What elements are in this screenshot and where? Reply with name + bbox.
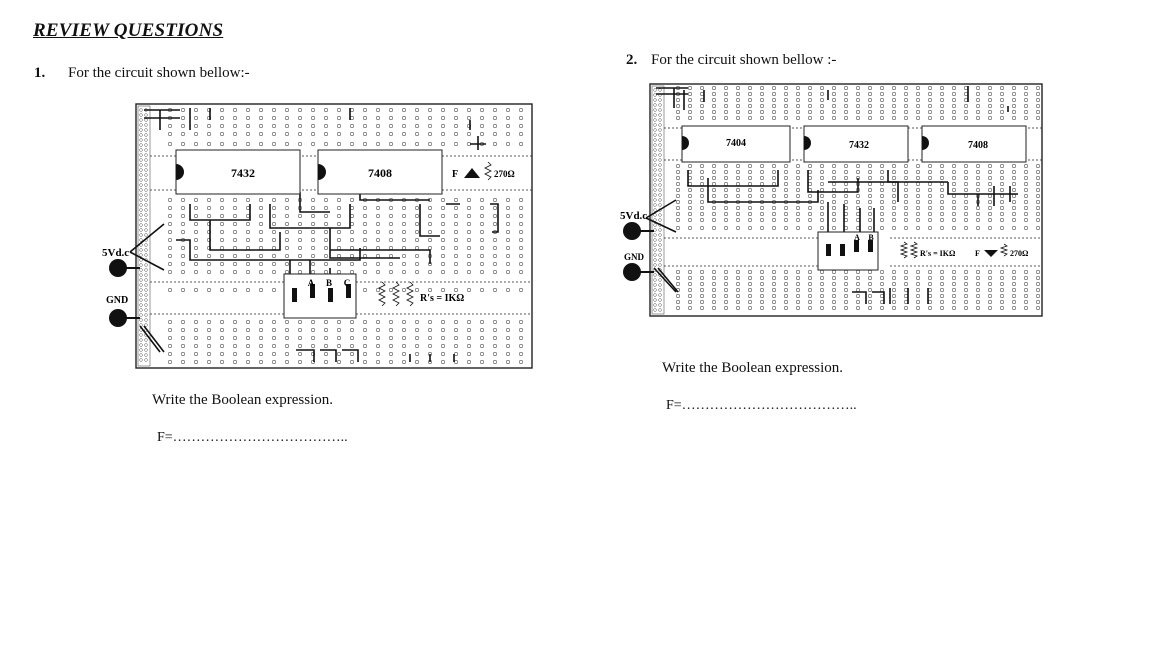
q2-ground-label: GND (624, 252, 645, 262)
q1-switch-label-b: B (326, 278, 332, 288)
q2-switch-a (826, 244, 831, 256)
q1-chip-2-label: 7408 (368, 166, 392, 180)
q1-resistor-label: R's = IKΩ (420, 293, 464, 304)
q2-switch-b (840, 244, 845, 256)
q2-breadboard-diagram: 7404 7432 7408 A B R's = IKΩ F 270Ω 5Vd.… (620, 83, 1043, 317)
q2-switch-label-b: B (868, 233, 874, 242)
q2-number: 2. (626, 52, 638, 68)
q1-ground-label: GND (106, 295, 128, 306)
q1-switch-label-c: C (344, 278, 351, 288)
q2-supply-label: 5Vd.c (620, 210, 647, 222)
q1-switch-c (328, 288, 333, 302)
q1-chip-1-label: 7432 (231, 166, 255, 180)
q1-number: 1. (34, 65, 46, 81)
q1-led-resistor-icon (484, 161, 492, 181)
q2-ground-terminal-icon (623, 263, 641, 281)
q1-supply-terminal-icon (109, 259, 127, 277)
q2-chip-1-label: 7404 (726, 138, 746, 149)
q1-led-icon (464, 168, 480, 178)
q1-switch-label-a: A (308, 278, 315, 288)
q2-chip-2-label: 7432 (849, 140, 869, 151)
q2-text: For the circuit shown bellow :- (651, 52, 837, 68)
q2-instruction: Write the Boolean expression. (662, 360, 844, 376)
q1-led-resistor-label: 270Ω (494, 169, 515, 179)
q2-resistor-label: R's = IKΩ (920, 249, 956, 258)
q2-led-resistor-icon (999, 243, 1009, 257)
q1-supply-label: 5Vd.c (102, 247, 129, 259)
q1-output-label: F (452, 169, 458, 180)
q2-chip-3-label: 7408 (968, 140, 988, 151)
q1-text: For the circuit shown bellow:- (68, 65, 250, 81)
q2-switch-label-a: A (854, 233, 860, 242)
q1-answer-blank: F=……………………………….. (157, 430, 348, 445)
q2-led-icon (984, 250, 998, 257)
q1-switch-d (346, 284, 351, 298)
q2-switch-c (854, 240, 859, 252)
q2-switch-d (868, 240, 873, 252)
q2-supply-terminal-icon (623, 222, 641, 240)
q1-breadboard-diagram: 7432 7408 F 270Ω A B C R's = IKΩ 5Vd.c G… (102, 103, 533, 369)
q2-pulldown-resistors-icon (899, 241, 919, 259)
q1-switch-b (310, 284, 315, 298)
q1-switch-a (292, 288, 297, 302)
q2-output-label: F (975, 249, 980, 258)
q1-pulldown-resistors-icon (378, 281, 414, 307)
q1-instruction: Write the Boolean expression. (152, 392, 334, 408)
q2-led-resistor-label: 270Ω (1010, 249, 1029, 258)
q1-ground-terminal-icon (109, 309, 127, 327)
q2-answer-blank: F=……………………………….. (666, 398, 857, 413)
page-heading: REVIEW QUESTIONS (33, 20, 224, 41)
